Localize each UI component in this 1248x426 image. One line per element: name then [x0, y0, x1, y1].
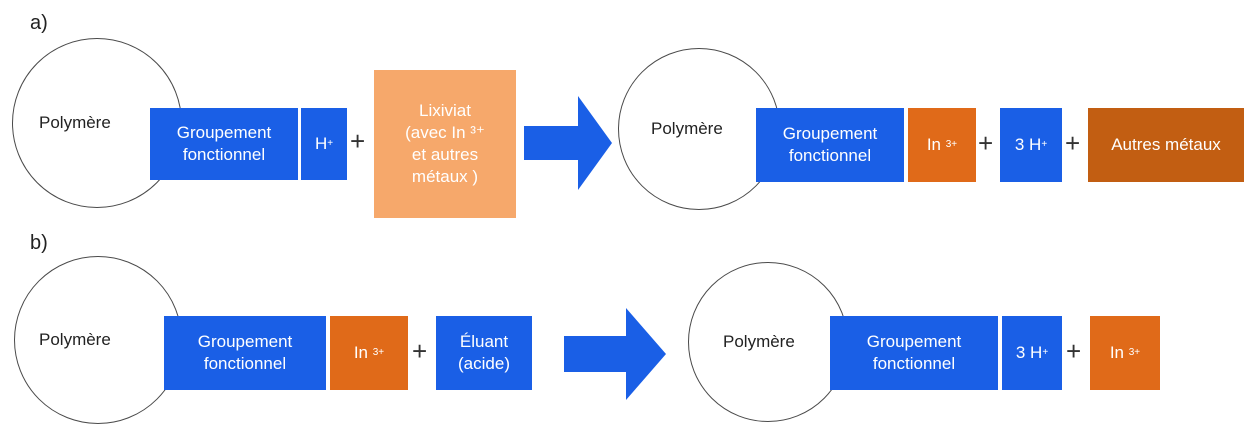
functional-group-box-b-product: Groupement fonctionnel: [830, 316, 998, 390]
three-h-label: 3 H: [1015, 342, 1043, 362]
indium-label: In: [353, 342, 369, 362]
indium-ion-box-b: In 3+: [330, 316, 408, 390]
functional-group-box-a-product: Groupement fonctionnel: [756, 108, 904, 182]
h-ion-label: H: [314, 133, 328, 153]
arrow-shape: [524, 96, 612, 190]
polymer-label: Polymère: [39, 330, 111, 349]
indium-label: In: [1109, 342, 1125, 362]
plus-sign: +: [1065, 128, 1081, 158]
reaction-arrow-a: [524, 96, 612, 190]
polymer-circle-b-reactant: Polymère: [14, 256, 182, 424]
plus-sign: +: [1066, 336, 1082, 366]
h-ion-box-a: H+: [301, 108, 347, 180]
plus-sign: +: [412, 336, 428, 366]
panel-a-label: a): [30, 12, 48, 34]
three-h-label: 3 H: [1014, 134, 1042, 154]
polymer-label: Polymère: [39, 113, 111, 132]
leachate-box: Lixiviat (avec In ³⁺ et autres métaux ): [374, 70, 516, 218]
three-h-ion-box-a: 3 H+: [1000, 108, 1062, 182]
arrow-shape: [564, 308, 666, 400]
polymer-circle-b-product: Polymère: [688, 262, 848, 422]
functional-group-box-b-reactant: Groupement fonctionnel: [164, 316, 326, 390]
polymer-label: Polymère: [651, 119, 723, 138]
polymer-label: Polymère: [723, 332, 795, 351]
polymer-circle-a-product: Polymère: [618, 48, 780, 210]
panel-b-label: b): [30, 232, 48, 254]
other-metals-box: Autres métaux: [1088, 108, 1244, 182]
indium-label: In: [926, 134, 942, 154]
indium-ion-box-a: In 3+: [908, 108, 976, 182]
plus-sign: +: [978, 128, 994, 158]
eluant-box: Éluant (acide): [436, 316, 532, 390]
functional-group-box-a-reactant: Groupement fonctionnel: [150, 108, 298, 180]
plus-sign: +: [350, 126, 366, 156]
three-h-ion-box-b: 3 H+: [1002, 316, 1062, 390]
indium-ion-box-b-product: In 3+: [1090, 316, 1160, 390]
reaction-arrow-b: [564, 308, 666, 400]
